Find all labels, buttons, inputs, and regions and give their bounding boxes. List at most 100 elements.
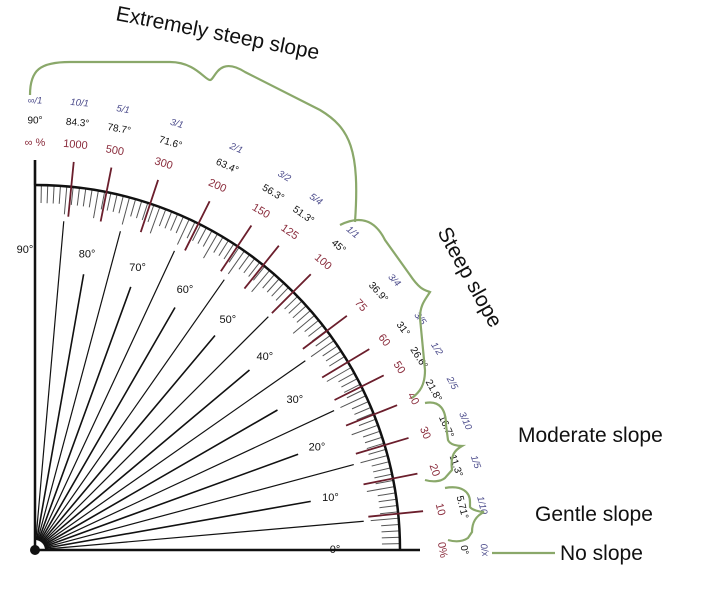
minor-tick	[186, 221, 196, 239]
moderate-brace	[424, 401, 467, 483]
ratio-label: 3/1	[169, 117, 185, 131]
deg-label: 71.6°	[158, 134, 184, 151]
minor-tick	[130, 199, 137, 217]
minor-tick	[374, 473, 393, 479]
radial-lines	[35, 221, 364, 550]
no-slope-label: No slope	[560, 542, 643, 565]
minor-tick	[292, 314, 315, 334]
minor-tick	[141, 202, 149, 221]
minor-tick	[118, 195, 124, 214]
pct-label: 30	[417, 425, 433, 441]
minor-tick	[346, 389, 364, 399]
deg-label: 31°	[394, 320, 412, 339]
minor-tick	[378, 498, 397, 503]
radial-line	[35, 221, 65, 541]
minor-tick	[52, 185, 55, 204]
radial-line	[42, 360, 306, 545]
major-tick	[345, 404, 398, 427]
inner-degree-label: 90°	[17, 244, 34, 256]
pct-label: 300	[153, 155, 174, 172]
minor-tick	[192, 224, 202, 242]
minor-tick	[238, 254, 250, 270]
scale-mark: 0%0°0/x	[435, 541, 491, 559]
major-tick	[368, 510, 424, 518]
minor-tick	[262, 274, 275, 289]
inner-degree-label: 0°	[330, 544, 341, 556]
minor-tick	[164, 211, 173, 229]
minor-tick	[197, 227, 207, 244]
minor-tick	[371, 461, 390, 467]
minor-tick	[372, 467, 391, 473]
minor-tick	[368, 448, 386, 455]
deg-label: 51.3°	[290, 204, 316, 226]
minor-tick	[76, 187, 80, 206]
radial-line	[37, 286, 132, 541]
minor-tick	[379, 505, 398, 509]
minor-tick	[93, 190, 99, 219]
minor-tick	[63, 186, 68, 215]
minor-tick	[338, 372, 355, 383]
minor-tick	[58, 185, 61, 204]
pct-label: 200	[206, 177, 228, 195]
minor-tick	[329, 356, 345, 367]
ratio-label: ∞/1	[28, 96, 43, 107]
minor-tick	[100, 191, 106, 210]
pct-label: 100	[312, 252, 334, 273]
pct-label: 20	[427, 462, 442, 478]
deg-label: 84.3°	[65, 117, 89, 130]
deg-label: 78.7°	[107, 122, 132, 137]
minor-tick	[366, 442, 385, 450]
ratio-label: 2/1	[227, 140, 244, 156]
major-tick	[321, 348, 370, 379]
minor-tick	[325, 350, 342, 362]
steep-brace	[339, 218, 432, 399]
minor-tick	[370, 517, 399, 522]
minor-tick	[213, 236, 224, 253]
minor-tick	[82, 188, 87, 207]
radial-line	[42, 369, 251, 545]
minor-tick	[288, 300, 303, 314]
radial-line	[40, 334, 216, 543]
radial-line	[43, 409, 335, 547]
major-tick	[99, 167, 113, 222]
major-tick	[302, 315, 348, 350]
ratio-label: 1/2	[428, 340, 445, 358]
minor-tick	[203, 233, 218, 259]
minor-tick	[292, 305, 307, 319]
minor-tick	[362, 430, 381, 438]
ratio-label: 5/4	[307, 191, 324, 208]
pct-label: 0%	[435, 541, 449, 559]
pct-label: 150	[250, 201, 272, 221]
minor-tick	[275, 287, 289, 301]
major-tick	[243, 245, 280, 290]
radial-line	[44, 464, 354, 548]
radial-line	[44, 453, 299, 548]
inner-degree-label: 60°	[177, 284, 194, 296]
minor-tick	[218, 240, 229, 256]
minor-tick	[202, 230, 213, 247]
pct-label: 10	[433, 502, 448, 517]
pct-label: 50	[391, 359, 408, 376]
minor-tick	[284, 296, 298, 310]
pct-label: ∞ %	[25, 137, 46, 149]
major-tick	[363, 472, 418, 486]
inner-degree-label: 30°	[286, 394, 303, 406]
minor-tick	[326, 367, 352, 382]
radial-line	[44, 520, 364, 550]
minor-tick	[46, 185, 49, 204]
pct-label: 75	[352, 297, 369, 314]
minor-tick	[356, 412, 374, 421]
minor-tick	[70, 186, 74, 205]
inner-degree-label: 70°	[129, 262, 146, 274]
radial-line	[41, 316, 269, 544]
minor-tick	[106, 192, 112, 211]
scale-marks: ∞ %90°∞/1100084.3°10/150078.7°5/130071.6…	[25, 96, 491, 559]
minor-tick	[381, 530, 400, 533]
major-tick	[220, 225, 253, 272]
major-tick	[67, 161, 75, 217]
